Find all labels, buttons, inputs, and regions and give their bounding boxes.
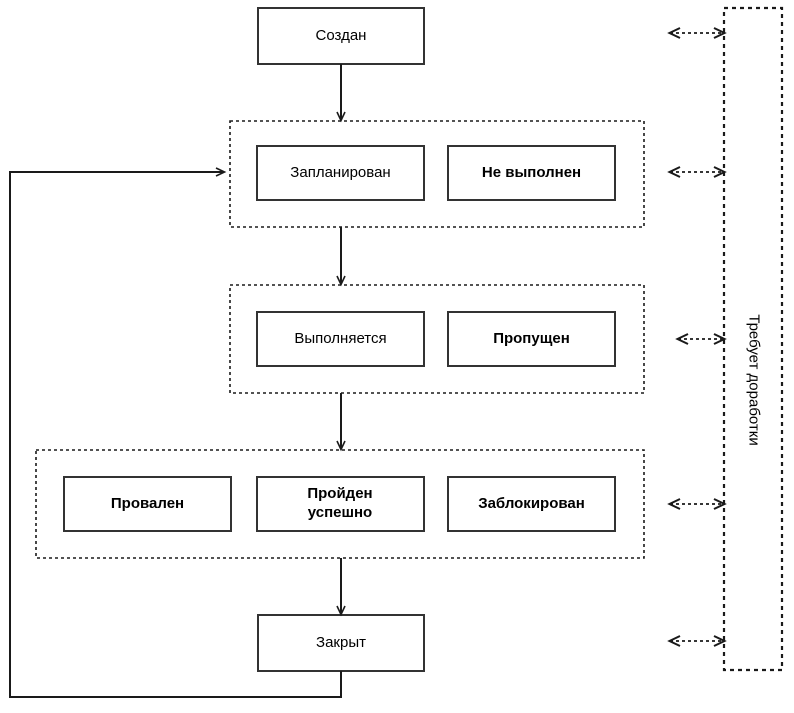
node-box-blocked [447, 476, 616, 532]
group-planned-box [229, 120, 645, 228]
group-running-box [229, 284, 645, 394]
rework-panel-label: Требует доработки [745, 314, 763, 446]
node-box-passed [256, 476, 425, 532]
node-box-failed [63, 476, 232, 532]
node-box-skipped [447, 311, 616, 367]
node-box-running [256, 311, 425, 367]
feedback-closed-to-planned [9, 167, 342, 698]
rework-arrows [667, 27, 727, 647]
node-box-created [257, 7, 425, 65]
node-box-planned [256, 145, 425, 201]
node-boxes [63, 7, 616, 672]
node-box-notrun [447, 145, 616, 201]
node-box-closed [257, 614, 425, 672]
